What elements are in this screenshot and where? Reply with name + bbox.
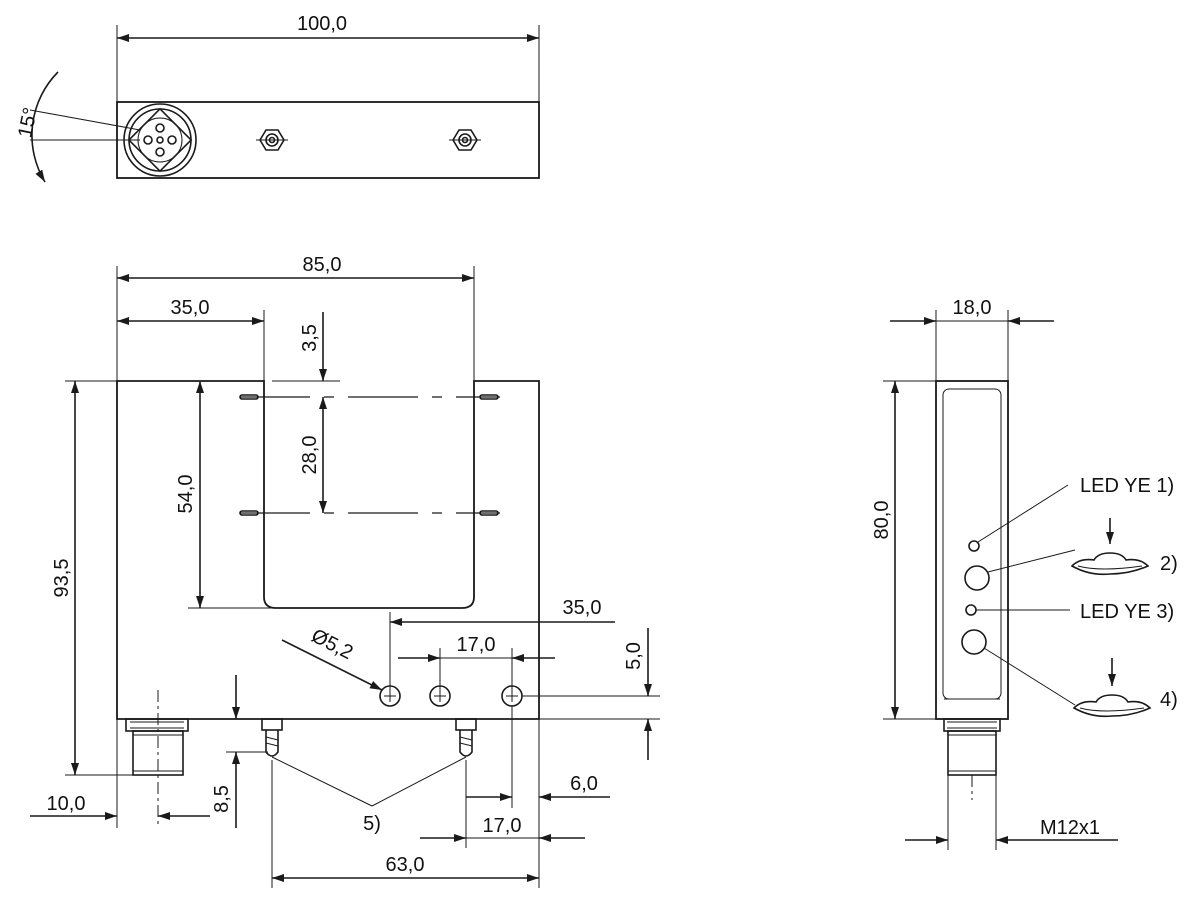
fitting-top-icon-1: [256, 129, 288, 151]
dim-80: 80,0: [871, 501, 893, 540]
dim-63: 63,0: [386, 854, 425, 876]
dim-3-5: 3,5: [299, 324, 321, 352]
dim-35-right: 35,0: [563, 597, 602, 619]
dim-8-5: 8,5: [211, 785, 233, 813]
dim-28: 28,0: [299, 436, 321, 475]
led-1-icon: [968, 540, 980, 552]
label-led-3: LED YE 3): [1080, 601, 1174, 623]
front-housing: [116, 380, 540, 720]
label-thread: M12x1: [1040, 817, 1100, 839]
button-2-icon: [964, 565, 990, 591]
dim-35-top: 35,0: [171, 297, 210, 319]
dim-5: 5,0: [623, 642, 645, 670]
fitting-side-icon-1: [261, 718, 283, 757]
callout-5: 5): [363, 813, 381, 835]
label-led-1: LED YE 1): [1080, 475, 1174, 497]
button-push-icon-2: [1070, 518, 1150, 576]
dim-17-holes: 17,0: [457, 634, 496, 656]
side-connector-icon: [943, 718, 1001, 800]
connector-side-icon: [125, 690, 189, 825]
label-button-2: 2): [1160, 553, 1178, 575]
dim-100: 100,0: [297, 13, 347, 35]
dim-18: 18,0: [953, 297, 992, 319]
fitting-side-icon-2: [455, 718, 477, 757]
dim-93-5: 93,5: [51, 559, 73, 598]
dim-6: 6,0: [570, 773, 598, 795]
fitting-top-icon-2: [449, 129, 481, 151]
side-view: 18,0 80,0 LED YE 1) 2) LED YE 3) 4): [871, 297, 1178, 850]
angle-arc: [31, 71, 59, 183]
label-button-4: 4): [1160, 689, 1178, 711]
button-4-icon: [961, 629, 987, 655]
dim-54: 54,0: [175, 475, 197, 514]
front-view: 85,0 35,0 3,5 28,0 54,0 93,5 Ø5,2 35,0: [30, 254, 660, 888]
dim-17-fittings: 17,0: [483, 815, 522, 837]
angle-15: 15°: [14, 106, 42, 140]
button-push-icon-4: [1072, 658, 1152, 718]
dim-85: 85,0: [303, 254, 342, 276]
top-view: 100,0 15°: [14, 13, 540, 183]
dim-10: 10,0: [47, 793, 86, 815]
